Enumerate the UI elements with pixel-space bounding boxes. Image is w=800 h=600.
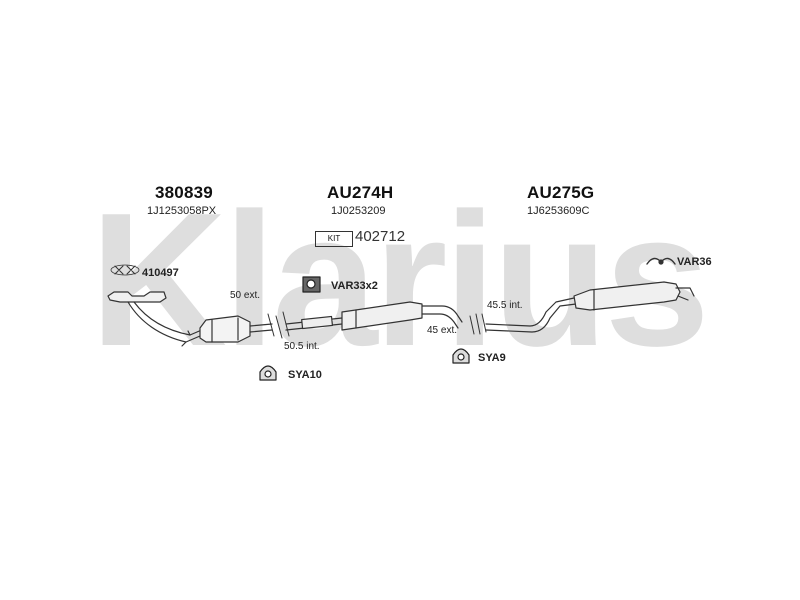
gasket-icon [110,264,140,276]
part-number-2: AU274H [327,183,394,202]
clamp-label: VAR33x2 [331,280,378,292]
joint-2-marks [469,313,487,335]
clamp-icon [302,276,321,293]
part-number-1: 380839 [155,183,213,202]
front-pipe [107,291,205,347]
oem-number-2: 1J0253209 [331,205,386,217]
rubber-mount-mid-icon [452,348,470,364]
dimension-label-1: 50 ext. [230,290,261,301]
hanger-icon [646,257,676,265]
dimension-label-3: 45.5 int. [487,300,523,311]
kit-number: 402712 [355,228,406,245]
kit-tag-label: KIT [327,234,341,243]
dimension-label-4: 45 ext. [427,325,458,336]
rubber-mount-left-icon [259,365,277,381]
oem-number-1: 1J1253058PX [147,205,217,217]
hanger-label: VAR36 [677,256,712,268]
oem-number-3: 1J6253609C [527,205,590,217]
intermediate-pipe [285,301,463,331]
rear-silencer [485,281,695,333]
gasket-label: 410497 [142,267,179,279]
catalytic-converter [199,315,273,343]
part-number-3: AU275G [527,183,595,202]
rubber-left-label: SYA10 [288,369,322,381]
kit-tag: KIT [315,231,353,247]
joint-1-marks [267,311,290,339]
rubber-mid-label: SYA9 [478,352,506,364]
dimension-label-2: 50.5 int. [284,341,320,352]
